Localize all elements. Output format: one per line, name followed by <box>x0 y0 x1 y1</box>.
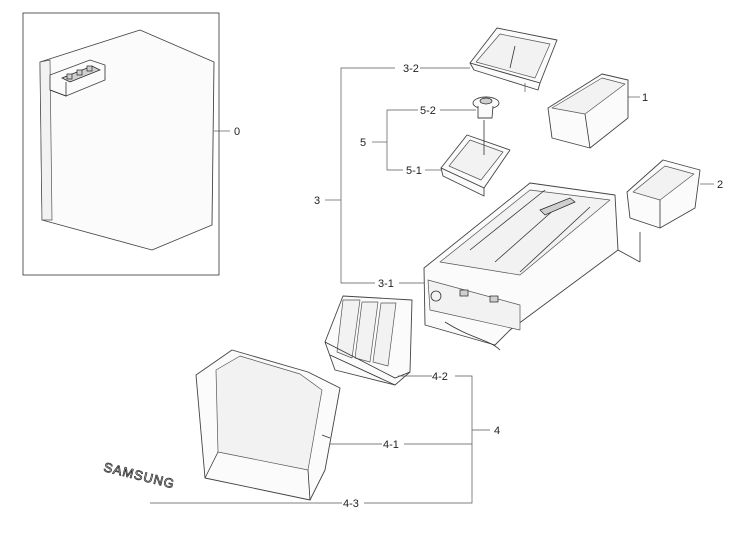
label-1: 1 <box>642 92 648 104</box>
label-5-1: 5-1 <box>406 165 422 177</box>
part-3-2-tray <box>469 27 558 91</box>
part-4-3-brand-badge: SAMSUNG <box>102 459 177 492</box>
part-4-2-frame <box>324 295 413 386</box>
part-5-2-cap <box>472 96 500 119</box>
callout-4: 4 4-2 4-1 4-3 <box>150 371 500 510</box>
label-0: 0 <box>234 126 240 138</box>
drawer-detail <box>49 59 106 97</box>
label-2: 2 <box>717 179 723 191</box>
washer-overview-inset: 0 <box>22 12 240 276</box>
label-4-3: 4-3 <box>343 498 359 510</box>
label-4-2: 4-2 <box>432 371 448 383</box>
brand-logo: SAMSUNG <box>102 459 176 491</box>
part-5-1-cup <box>440 120 511 197</box>
label-3: 3 <box>314 195 320 207</box>
label-3-2: 3-2 <box>403 63 419 75</box>
part-3-1-housing <box>423 182 641 351</box>
label-4: 4 <box>494 425 500 437</box>
callout-5: 5 5-2 5-1 <box>360 105 476 177</box>
label-5-2: 5-2 <box>420 105 436 117</box>
part-2-cup: 2 <box>626 159 723 229</box>
label-4-1: 4-1 <box>383 439 399 451</box>
part-4-1-panel <box>195 349 341 501</box>
callout-3: 3 3-2 3-1 <box>314 63 526 290</box>
label-3-1: 3-1 <box>378 278 394 290</box>
label-5: 5 <box>360 137 366 149</box>
part-1-cup: 1 <box>547 73 648 149</box>
